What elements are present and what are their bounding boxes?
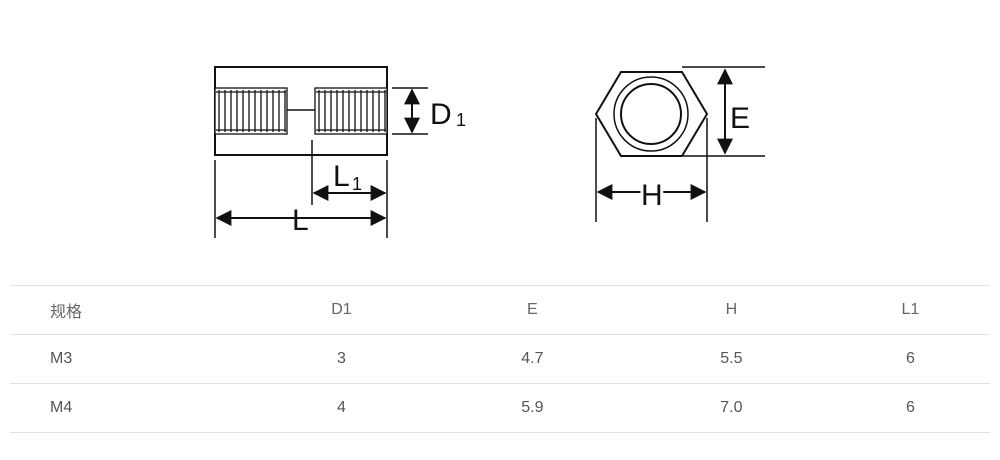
cell-e: 5.9 — [432, 383, 632, 433]
cell-d1: 3 — [250, 334, 433, 384]
cell-d1: 4 — [250, 383, 433, 433]
left-thread — [214, 87, 288, 135]
side-view — [214, 66, 428, 238]
header-h: H — [631, 285, 831, 335]
label-l1: L — [333, 160, 350, 193]
thread-hole — [620, 83, 682, 145]
spec-table: 规格 D1 E H L1 M3 3 4.7 5.5 6 M4 4 5.9 7.0… — [10, 285, 990, 433]
label-e: E — [730, 102, 750, 135]
label-d1: D — [430, 98, 452, 131]
header-spec: 规格 — [10, 285, 250, 335]
header-l1: L1 — [830, 285, 990, 335]
label-l1-sub: 1 — [352, 174, 362, 194]
cell-spec: M4 — [10, 383, 250, 433]
header-d1: D1 — [250, 285, 433, 335]
table-row: M4 4 5.9 7.0 6 — [10, 383, 990, 433]
cell-l1: 6 — [830, 383, 990, 433]
label-l: L — [292, 204, 309, 237]
standoff-diagram: D 1 L 1 L E H — [214, 66, 765, 238]
end-view — [594, 66, 765, 222]
label-d1-sub: 1 — [456, 110, 466, 130]
cell-h: 7.0 — [631, 383, 831, 433]
label-h: H — [641, 179, 663, 212]
cell-l1: 6 — [830, 334, 990, 384]
table-header-row: 规格 D1 E H L1 — [10, 285, 990, 335]
right-thread — [314, 87, 388, 135]
cell-e: 4.7 — [432, 334, 632, 384]
table-row: M3 3 4.7 5.5 6 — [10, 334, 990, 384]
cell-h: 5.5 — [631, 334, 831, 384]
header-e: E — [432, 285, 632, 335]
cell-spec: M3 — [10, 334, 250, 384]
